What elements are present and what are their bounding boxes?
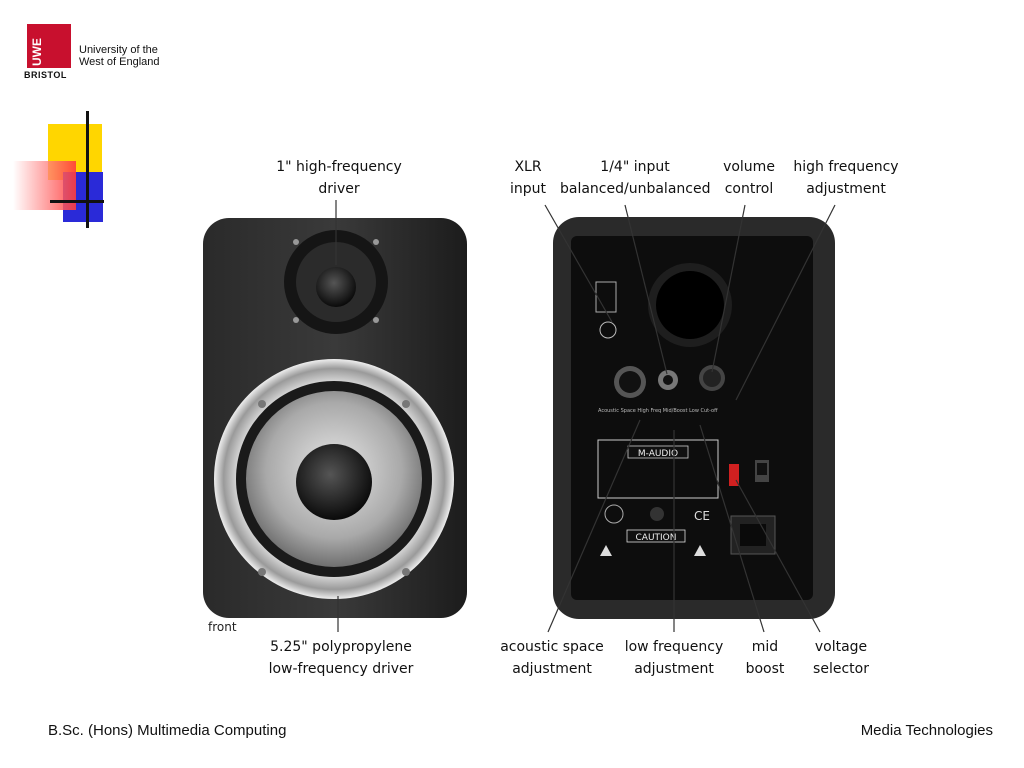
university-name-line2: West of England [79, 56, 160, 68]
label-volume-line1: volume [723, 159, 775, 175]
rear-brand: M-AUDIO [638, 449, 678, 459]
label-xlr: XLR input [498, 156, 558, 200]
label-mid-boost-line1: mid [751, 639, 779, 655]
bristol-label: BRISTOL [24, 70, 67, 80]
university-name: University of the West of England [79, 44, 160, 68]
label-quarter-inch-line1: 1/4" input [600, 159, 670, 175]
front-speaker [203, 218, 467, 618]
ce-mark: CE [694, 509, 710, 523]
label-acoustic-space: acoustic space adjustment [496, 636, 608, 680]
label-voltage: voltage selector [806, 636, 876, 680]
label-low-frequency-line1: low frequency [624, 639, 724, 655]
uwe-logo-mark [27, 24, 71, 68]
footer-module: Media Technologies [860, 722, 993, 739]
label-volume: volume control [714, 156, 784, 200]
woofer-dust-cap [296, 444, 372, 520]
svg-text:Acoustic Space High Freq Mid: Acoustic Space High Freq Mid/Boost Low C… [598, 408, 718, 414]
label-volume-line2: control [724, 181, 774, 197]
leader-lines [335, 200, 836, 633]
decor-vertical-line [86, 111, 89, 228]
label-acoustic-space-line2: adjustment [512, 661, 592, 677]
label-low-frequency-line2: adjustment [634, 661, 714, 677]
label-mid-boost-line2: boost [745, 661, 785, 677]
label-quarter-inch-line2: balanced/unbalanced [560, 181, 711, 197]
label-high-frequency-line1: high frequency [793, 159, 899, 175]
label-high-frequency: high frequency adjustment [788, 156, 904, 200]
label-tweeter: 1" high-frequency driver [254, 156, 424, 200]
label-mid-boost: mid boost [736, 636, 794, 680]
voltage-switch [729, 464, 739, 486]
label-woofer-line1: 5.25" polypropylene [270, 639, 412, 655]
label-quarter-inch: 1/4" input balanced/unbalanced [560, 156, 710, 200]
rear-speaker: Acoustic Space High Freq Mid/Boost Low C… [553, 217, 835, 619]
footer-course: B.Sc. (Hons) Multimedia Computing [48, 722, 287, 739]
label-voltage-line1: voltage [814, 639, 868, 655]
decor-horizontal-line [50, 200, 104, 203]
label-front: front [208, 620, 237, 634]
label-xlr-line2: input [509, 181, 546, 197]
label-tweeter-line1: 1" high-frequency [276, 159, 402, 175]
university-name-line1: University of the [79, 44, 158, 56]
label-high-frequency-line2: adjustment [806, 181, 886, 197]
tweeter-dome [316, 267, 356, 307]
label-woofer: 5.25" polypropylene low-frequency driver [256, 636, 426, 680]
label-tweeter-line2: driver [318, 181, 360, 197]
label-xlr-line1: XLR [514, 159, 542, 175]
label-voltage-line2: selector [813, 661, 869, 677]
label-acoustic-space-line1: acoustic space [500, 639, 604, 655]
label-low-frequency: low frequency adjustment [618, 636, 730, 680]
spec-label [597, 439, 719, 499]
caution-label: CAUTION [636, 533, 677, 543]
label-woofer-line2: low-frequency driver [268, 661, 414, 677]
